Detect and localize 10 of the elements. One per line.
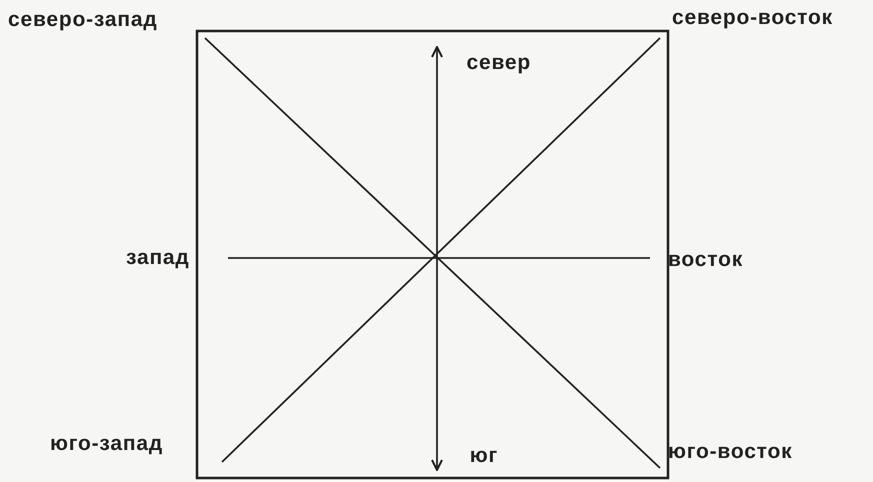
direction-label: юго-запад bbox=[50, 432, 163, 456]
direction-label: север bbox=[466, 51, 531, 75]
direction-label: восток bbox=[668, 248, 744, 272]
direction-label: северо-восток bbox=[672, 6, 833, 30]
direction-label: юг bbox=[470, 444, 498, 468]
direction-label: юго-восток bbox=[668, 440, 792, 464]
arrow bbox=[431, 46, 443, 471]
direction-label: северо-запад bbox=[8, 8, 158, 32]
direction-label: запад bbox=[126, 246, 190, 270]
line bbox=[228, 257, 650, 259]
